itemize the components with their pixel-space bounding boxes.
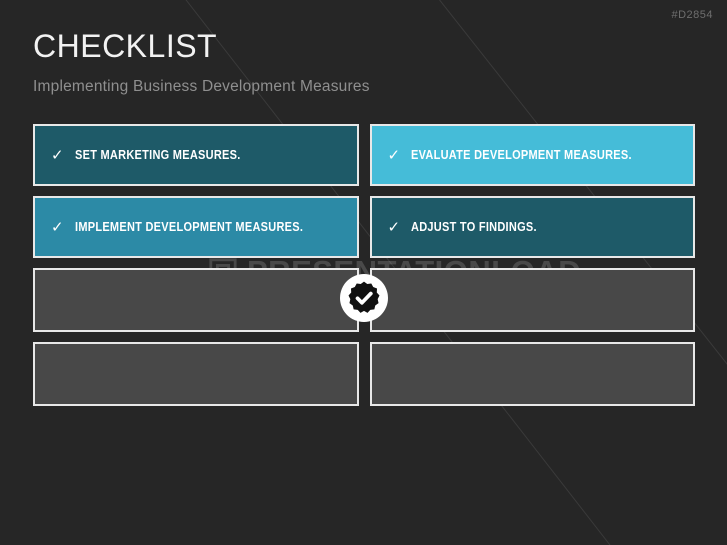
- checklist-item-7[interactable]: [33, 342, 359, 406]
- check-icon: ✓: [387, 146, 401, 164]
- check-icon: ✓: [51, 146, 64, 164]
- check-icon: ✓: [387, 218, 401, 236]
- page-title: CHECKLIST: [33, 28, 218, 64]
- check-seal-icon: [348, 281, 380, 313]
- checklist-item-label: Adjust to Findings.: [411, 220, 537, 234]
- check-icon: ✓: [51, 218, 64, 236]
- checklist-item-6[interactable]: [369, 268, 695, 332]
- checklist-grid: ✓ Set Marketing Measures. ✓ Evaluate Dev…: [33, 124, 695, 416]
- checklist-row-1: ✓ Set Marketing Measures. ✓ Evaluate Dev…: [33, 124, 695, 186]
- checklist-item-3[interactable]: ✓ Implement Development Measures.: [33, 196, 359, 258]
- checklist-row-4: [33, 342, 695, 406]
- center-check-badge[interactable]: [340, 274, 388, 322]
- slide-code-label: #D2854: [671, 9, 713, 21]
- checklist-item-5[interactable]: [33, 268, 359, 332]
- checklist-item-4[interactable]: ✓ Adjust to Findings.: [369, 196, 695, 258]
- checklist-item-8[interactable]: [369, 342, 695, 406]
- checklist-item-label: Set Marketing Measures.: [74, 148, 241, 162]
- page-subtitle: Implementing Business Development Measur…: [33, 78, 370, 95]
- checklist-item-label: Evaluate Development Measures.: [411, 148, 632, 162]
- checklist-item-1[interactable]: ✓ Set Marketing Measures.: [33, 124, 359, 186]
- checklist-row-2: ✓ Implement Development Measures. ✓ Adju…: [33, 196, 695, 258]
- checklist-item-2[interactable]: ✓ Evaluate Development Measures.: [369, 124, 695, 186]
- checklist-item-label: Implement Development Measures.: [74, 220, 303, 234]
